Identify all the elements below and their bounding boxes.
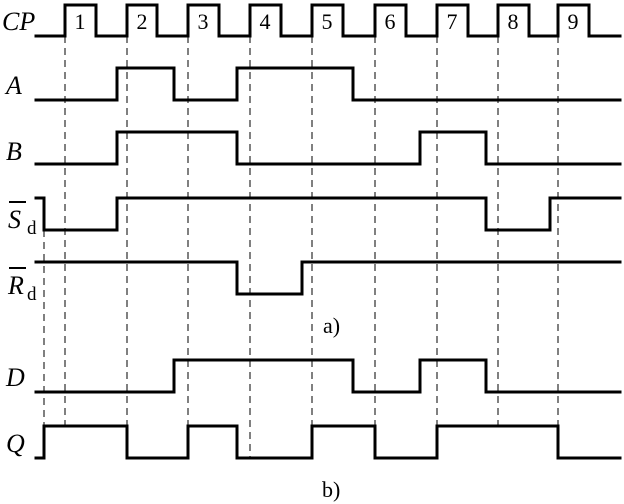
caption-a: a) <box>323 313 340 338</box>
pulse-number: 4 <box>260 9 271 34</box>
b-waveform <box>34 130 622 166</box>
caption-b: b) <box>322 477 340 502</box>
pulse-numbers: 1 2 3 4 5 6 7 8 9 <box>75 9 579 34</box>
signal-label-a: A <box>4 71 22 100</box>
signal-label-q: Q <box>6 429 25 458</box>
guide-lines <box>43 36 559 458</box>
rd-waveform <box>34 260 622 296</box>
d-waveform <box>34 358 622 394</box>
signal-label-sd-subscript: d <box>27 218 37 239</box>
pulse-number: 9 <box>568 9 579 34</box>
waveforms <box>34 3 622 460</box>
pulse-number: 1 <box>75 9 86 34</box>
pulse-number: 2 <box>137 9 148 34</box>
sd-waveform <box>34 196 622 232</box>
signal-label-rd: R <box>7 271 24 300</box>
q-waveform <box>34 424 622 460</box>
pulse-number: 3 <box>198 9 209 34</box>
pulse-number: 7 <box>447 9 458 34</box>
signal-label-rd-subscript: d <box>27 284 37 305</box>
signal-labels: CP A B S d R d D Q <box>2 7 37 458</box>
cp-waveform <box>34 3 622 38</box>
signal-label-b: B <box>6 137 22 166</box>
signal-label-cp: CP <box>2 7 35 36</box>
pulse-number: 5 <box>322 9 333 34</box>
pulse-number: 6 <box>385 9 396 34</box>
signal-label-sd: S <box>8 205 21 234</box>
a-waveform <box>34 66 622 102</box>
pulse-number: 8 <box>508 9 519 34</box>
signal-label-d: D <box>5 363 25 392</box>
